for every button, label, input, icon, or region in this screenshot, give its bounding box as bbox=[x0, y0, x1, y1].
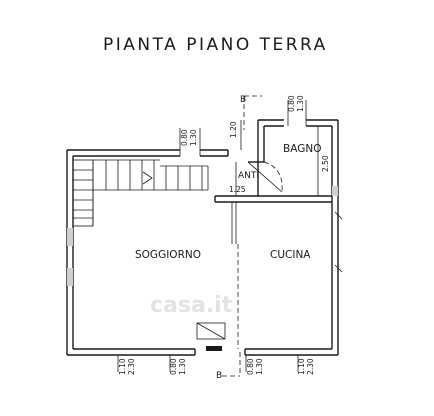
section-line: B B bbox=[216, 95, 262, 381]
dim-top-bagno-window-b: 1.30 bbox=[296, 95, 305, 112]
dim-bottom-left-a: 1.10 bbox=[118, 358, 127, 375]
entrance bbox=[194, 322, 246, 355]
dim-bottom-door-a: 0.80 bbox=[246, 358, 255, 375]
wall-hatch bbox=[67, 186, 338, 286]
dim-anti-door-a: 0.80 bbox=[180, 129, 189, 146]
dim-bottom-right-b: 2.30 bbox=[306, 358, 315, 375]
dim-bottom-mid-a: 0.80 bbox=[169, 358, 178, 375]
staircase bbox=[72, 159, 209, 227]
dim-top-bagno-window-a: 0.80 bbox=[287, 95, 296, 112]
anti-door bbox=[235, 161, 283, 196]
outer-walls bbox=[66, 119, 339, 356]
section-mark-bottom: B bbox=[216, 371, 222, 381]
dimension-lines bbox=[117, 100, 319, 372]
dim-bottom-door-b: 1.30 bbox=[255, 358, 264, 375]
dim-bottom-left-b: 2.30 bbox=[127, 358, 136, 375]
dim-bagno-height: 2.50 bbox=[321, 155, 330, 172]
dim-anti-width: 1.25 bbox=[229, 185, 246, 194]
wall-markers bbox=[334, 211, 343, 273]
watermark: casa.it bbox=[150, 293, 233, 318]
dim-anti-door-b: 1.30 bbox=[189, 129, 198, 146]
room-label-soggiorno: SOGGIORNO bbox=[135, 249, 201, 261]
dim-bottom-mid-b: 1.30 bbox=[178, 358, 187, 375]
section-mark-top: B bbox=[240, 95, 246, 105]
dim-bottom-right-a: 1.10 bbox=[297, 358, 306, 375]
dim-bagno-depth: 1.20 bbox=[229, 121, 238, 138]
room-label-anti: ANTI bbox=[238, 171, 259, 181]
plan-title: PIANTA PIANO TERRA bbox=[103, 35, 328, 55]
room-label-bagno: BAGNO bbox=[283, 143, 321, 155]
room-label-cucina: CUCINA bbox=[270, 249, 311, 261]
interior-door bbox=[231, 202, 239, 349]
